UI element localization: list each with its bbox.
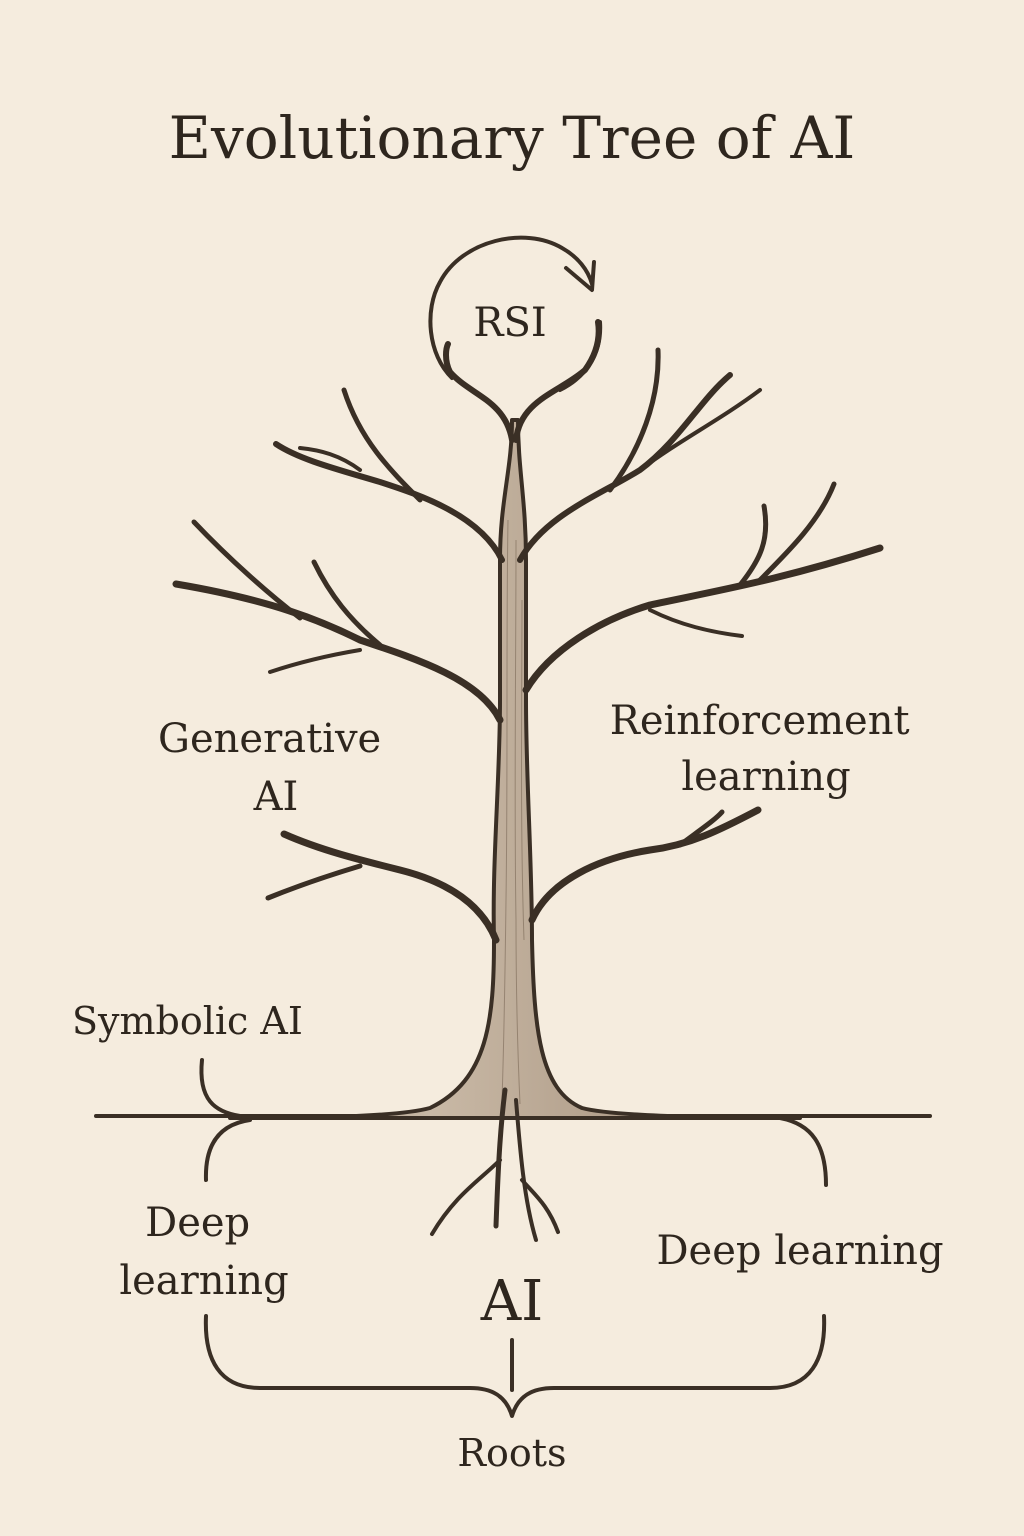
- generative-ai-label: Generative AI: [158, 716, 394, 820]
- rsi-label: RSI: [473, 300, 546, 346]
- reinforcement-learning-label: Reinforcement learning: [610, 698, 923, 800]
- roots-label: Roots: [457, 1431, 566, 1475]
- diagram-title: Evolutionary Tree of AI: [169, 104, 856, 172]
- tree-branches: [172, 319, 884, 1242]
- deep-learning-right-label: Deep learning: [656, 1228, 943, 1274]
- ai-root-label: AI: [480, 1269, 544, 1334]
- symbolic-ai-label: Symbolic AI: [72, 999, 303, 1043]
- roots-brace: [203, 1314, 827, 1418]
- deep-learning-left-label: Deep learning: [119, 1200, 288, 1304]
- trunk-grain: [501, 519, 525, 1105]
